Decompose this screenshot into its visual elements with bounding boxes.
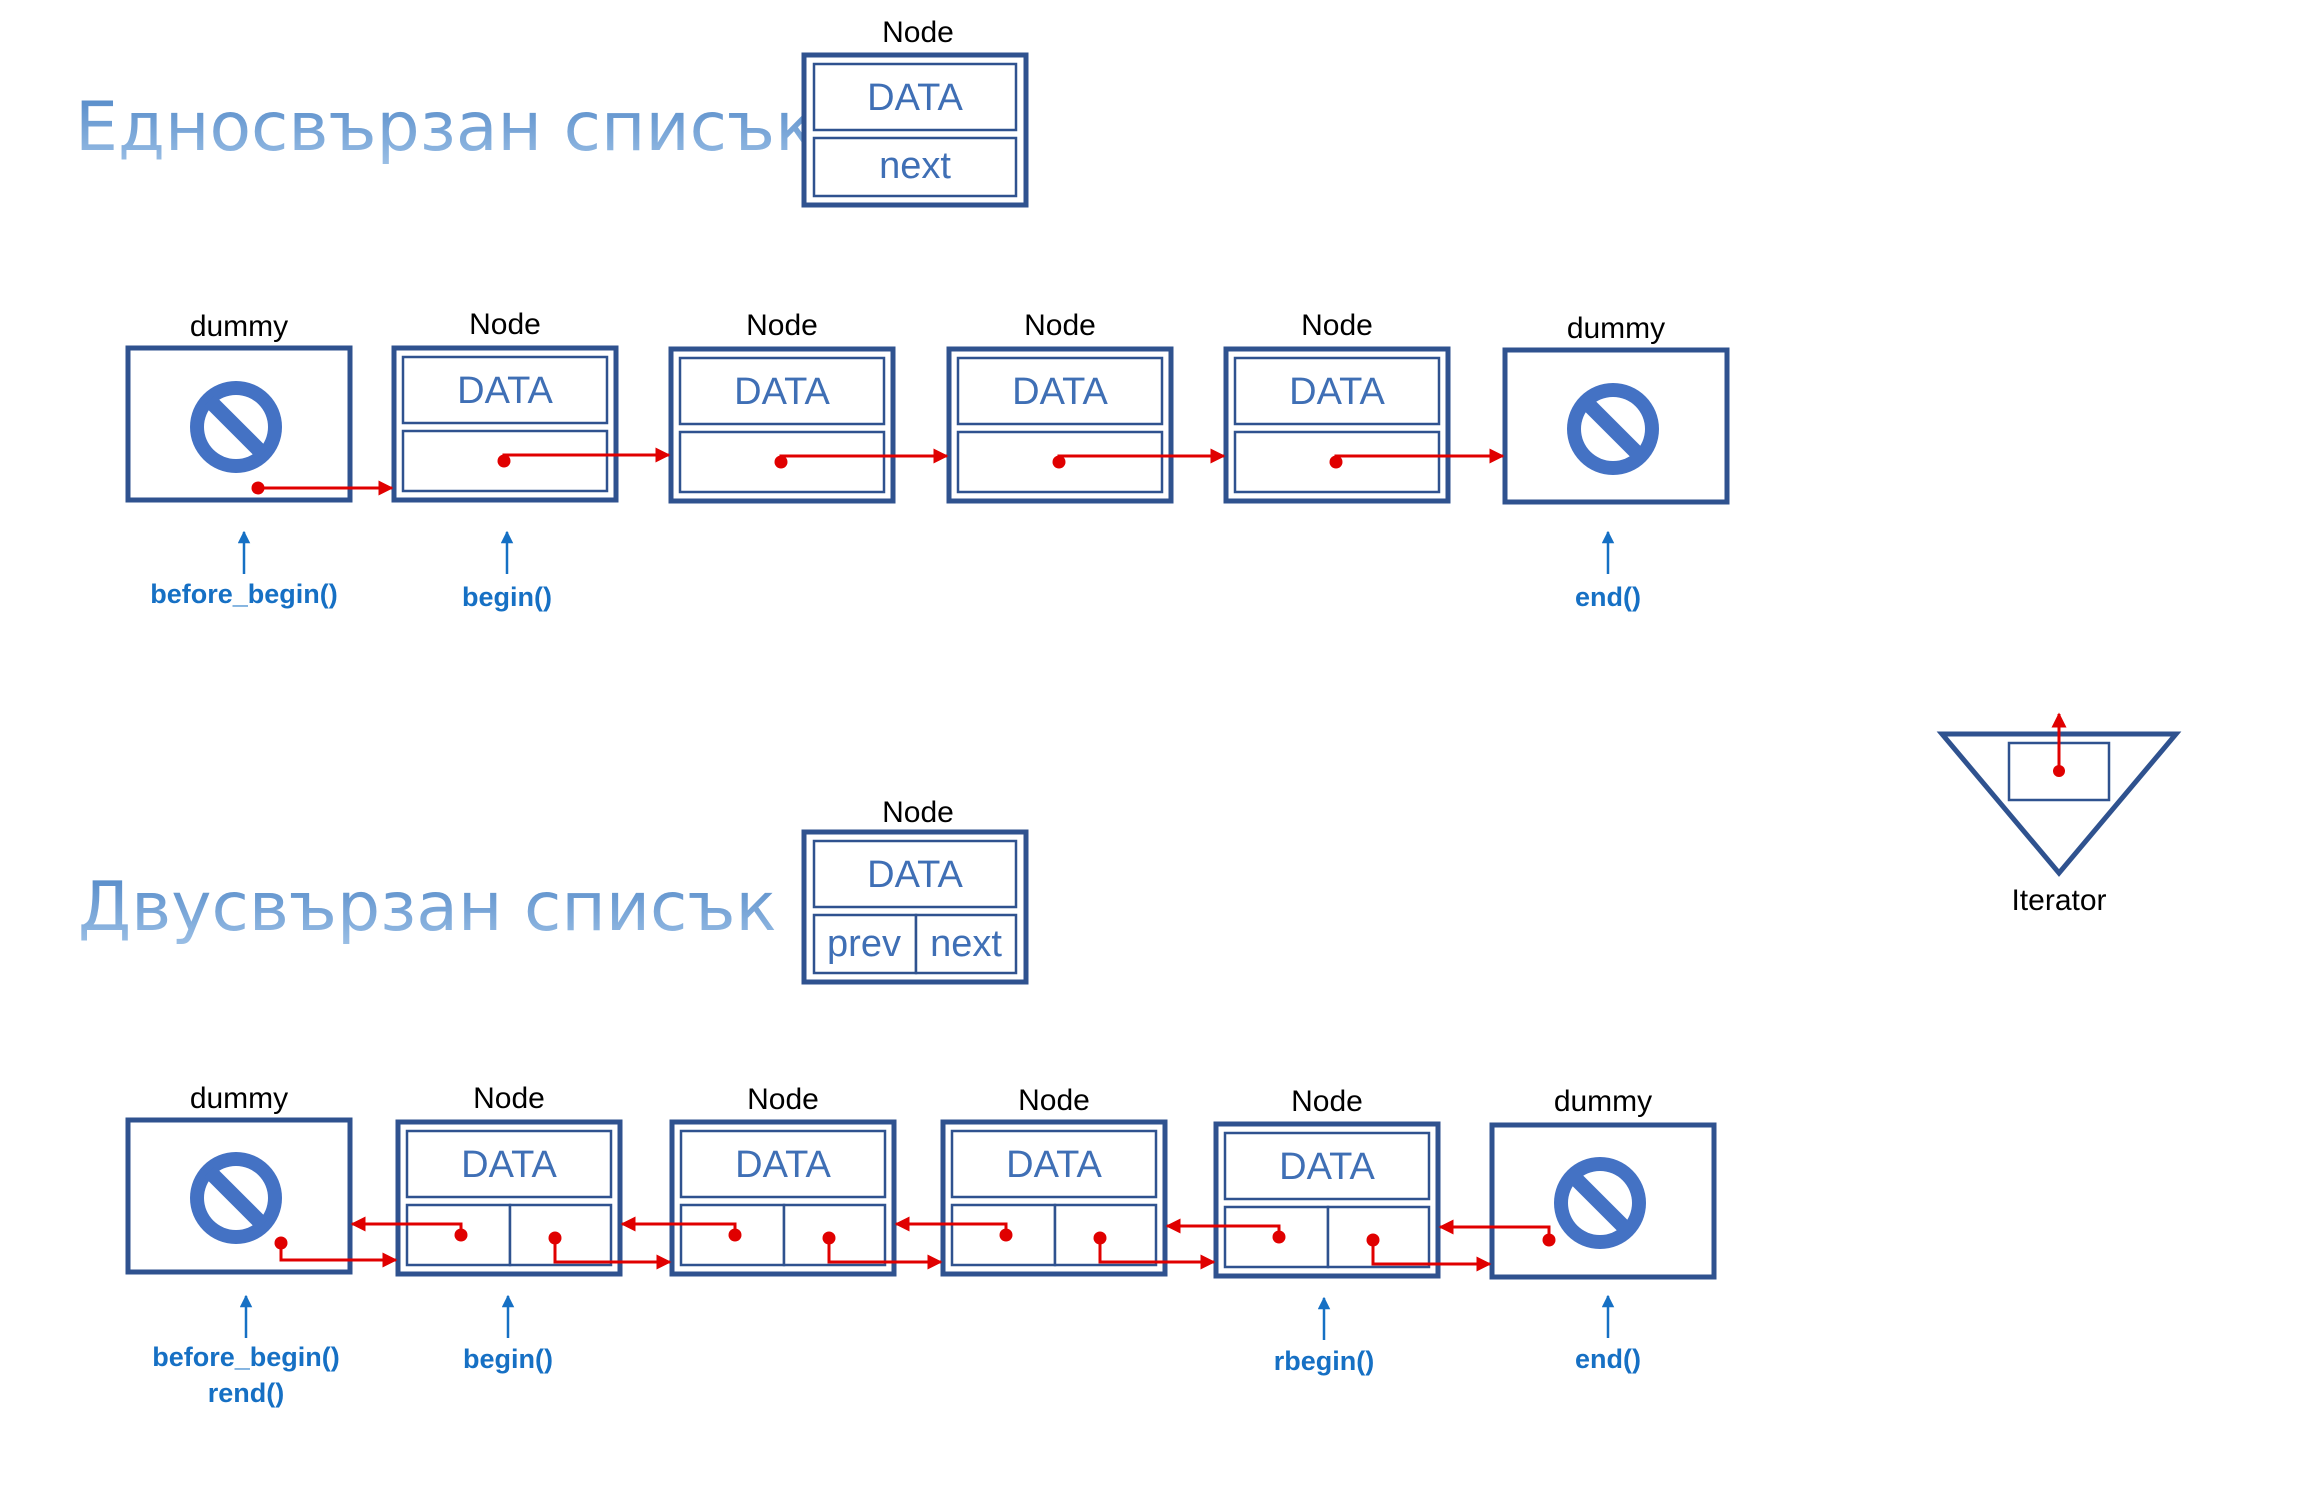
node-template-label: Node xyxy=(882,796,954,829)
node-template-prev: prev xyxy=(827,923,901,965)
prev-link-arrow xyxy=(350,1216,468,1242)
next-link-arrow xyxy=(251,480,394,496)
node-label: Node xyxy=(1291,1085,1363,1118)
next-link-arrow xyxy=(774,448,949,469)
pointer-label: begin() xyxy=(462,582,552,612)
next-link-arrow xyxy=(1052,448,1226,469)
dummy-node: dummy xyxy=(1489,1085,1717,1280)
node-data: DATA xyxy=(457,370,553,412)
prev-link-arrow xyxy=(1438,1219,1556,1247)
prev-link-arrow xyxy=(620,1216,742,1242)
next-link-arrow xyxy=(548,1231,672,1270)
node-data: DATA xyxy=(734,371,830,413)
dummy-node: dummy xyxy=(125,310,353,503)
node-label: dummy xyxy=(190,1082,288,1115)
pointer-label: before_begin() xyxy=(152,1342,340,1372)
next-link-arrow xyxy=(274,1236,398,1268)
next-link-arrow xyxy=(1329,448,1505,469)
node-label: Node xyxy=(747,1083,819,1116)
node-template-data: DATA xyxy=(867,77,963,119)
pointer-marker: begin() xyxy=(462,530,552,612)
doubly-list-title: Двусвързан списък xyxy=(78,868,777,947)
node-template-label: Node xyxy=(882,16,954,49)
pointer-label: rend() xyxy=(208,1378,285,1408)
iterator-label: Iterator xyxy=(2011,884,2106,917)
node-data: DATA xyxy=(1289,371,1385,413)
node-label: dummy xyxy=(190,310,288,343)
pointer-label: before_begin() xyxy=(150,579,338,609)
node-data: DATA xyxy=(1012,371,1108,413)
singly-node-template: Node DATA next xyxy=(801,16,1029,208)
node-label: dummy xyxy=(1554,1085,1652,1118)
iterator-symbol: Iterator xyxy=(1936,712,2182,917)
node-template-data: DATA xyxy=(867,854,963,896)
node-data: DATA xyxy=(1006,1144,1102,1186)
next-link-arrow xyxy=(1366,1233,1492,1272)
node-label: Node xyxy=(473,1082,545,1115)
dummy-node: dummy xyxy=(125,1082,353,1275)
pointer-marker: end() xyxy=(1575,530,1641,612)
null-icon xyxy=(190,1152,282,1244)
node-label: Node xyxy=(469,308,541,341)
node-label: Node xyxy=(1301,309,1373,342)
prev-link-arrow xyxy=(1165,1218,1286,1244)
pointer-marker: before_begin() xyxy=(150,530,338,609)
pointer-label: rbegin() xyxy=(1274,1346,1375,1376)
next-link-arrow xyxy=(1093,1231,1216,1270)
pointer-marker: begin() xyxy=(463,1294,553,1374)
null-icon xyxy=(190,381,282,473)
node-label: dummy xyxy=(1567,312,1665,345)
pointer-marker: rbegin() xyxy=(1274,1296,1375,1376)
doubly-node-template: Node DATA prev next xyxy=(801,796,1029,985)
node-data: DATA xyxy=(461,1144,557,1186)
node-label: Node xyxy=(1018,1084,1090,1117)
node-template-next: next xyxy=(879,145,951,187)
pointer-label: begin() xyxy=(463,1344,553,1374)
pointer-marker: before_begin() rend() xyxy=(152,1294,340,1408)
prev-link-arrow xyxy=(894,1216,1013,1242)
next-link-arrow xyxy=(497,447,671,468)
dummy-node: dummy xyxy=(1502,312,1730,505)
pointer-label: end() xyxy=(1575,582,1641,612)
null-icon xyxy=(1567,383,1659,475)
singly-list-title: Едносвързан списък xyxy=(75,88,816,167)
pointer-marker: end() xyxy=(1575,1294,1641,1374)
next-link-arrow xyxy=(822,1231,943,1270)
node-label: Node xyxy=(746,309,818,342)
node-label: Node xyxy=(1024,309,1096,342)
node-data: DATA xyxy=(1279,1146,1375,1188)
null-icon xyxy=(1554,1157,1646,1249)
node-template-next: next xyxy=(930,923,1002,965)
node-data: DATA xyxy=(735,1144,831,1186)
pointer-label: end() xyxy=(1575,1344,1641,1374)
